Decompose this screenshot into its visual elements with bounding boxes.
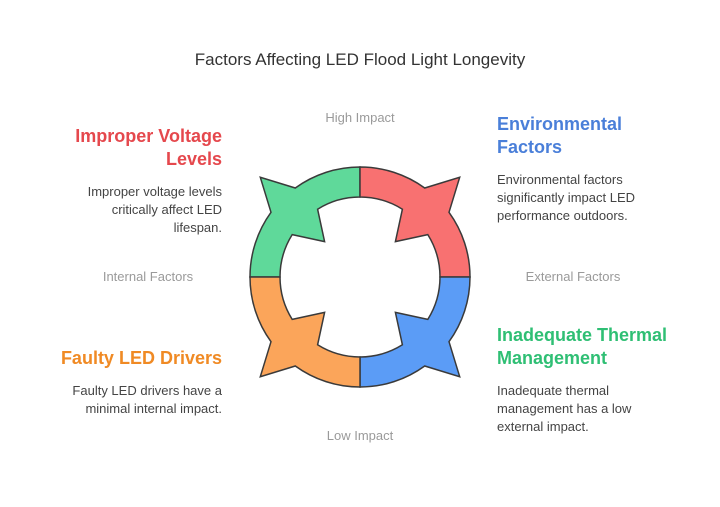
axis-label-low-impact: Low Impact — [326, 428, 394, 443]
factor-improper-voltage: Improper Voltage Levels Improper voltage… — [22, 125, 222, 237]
segment-bottom-right — [359, 276, 471, 388]
segment-bottom-left — [249, 276, 361, 388]
segment-top-left — [249, 166, 361, 278]
factor-faulty-drivers: Faulty LED Drivers Faulty LED drivers ha… — [22, 347, 222, 418]
axis-label-external: External Factors — [525, 269, 621, 284]
factor-thermal: Inadequate Thermal Management Inadequate… — [497, 324, 697, 436]
factor-description: Environmental factors significantly impa… — [497, 172, 635, 223]
segment-top-right — [359, 166, 471, 278]
factor-description: Improper voltage levels critically affec… — [87, 184, 222, 235]
factor-environmental: Environmental Factors Environmental fact… — [497, 113, 697, 225]
factor-heading: Improper Voltage Levels — [75, 126, 222, 169]
diagram-title: Factors Affecting LED Flood Light Longev… — [194, 50, 526, 69]
factor-heading: Inadequate Thermal Management — [497, 325, 668, 368]
axis-label-internal: Internal Factors — [102, 269, 194, 284]
factor-heading: Environmental Factors — [497, 114, 623, 157]
factor-heading: Faulty LED Drivers — [60, 348, 222, 368]
axis-label-high-impact: High Impact — [325, 110, 395, 125]
factor-description: Inadequate thermal management has a low … — [497, 383, 632, 434]
factor-description: Faulty LED drivers have a minimal intern… — [72, 383, 222, 416]
